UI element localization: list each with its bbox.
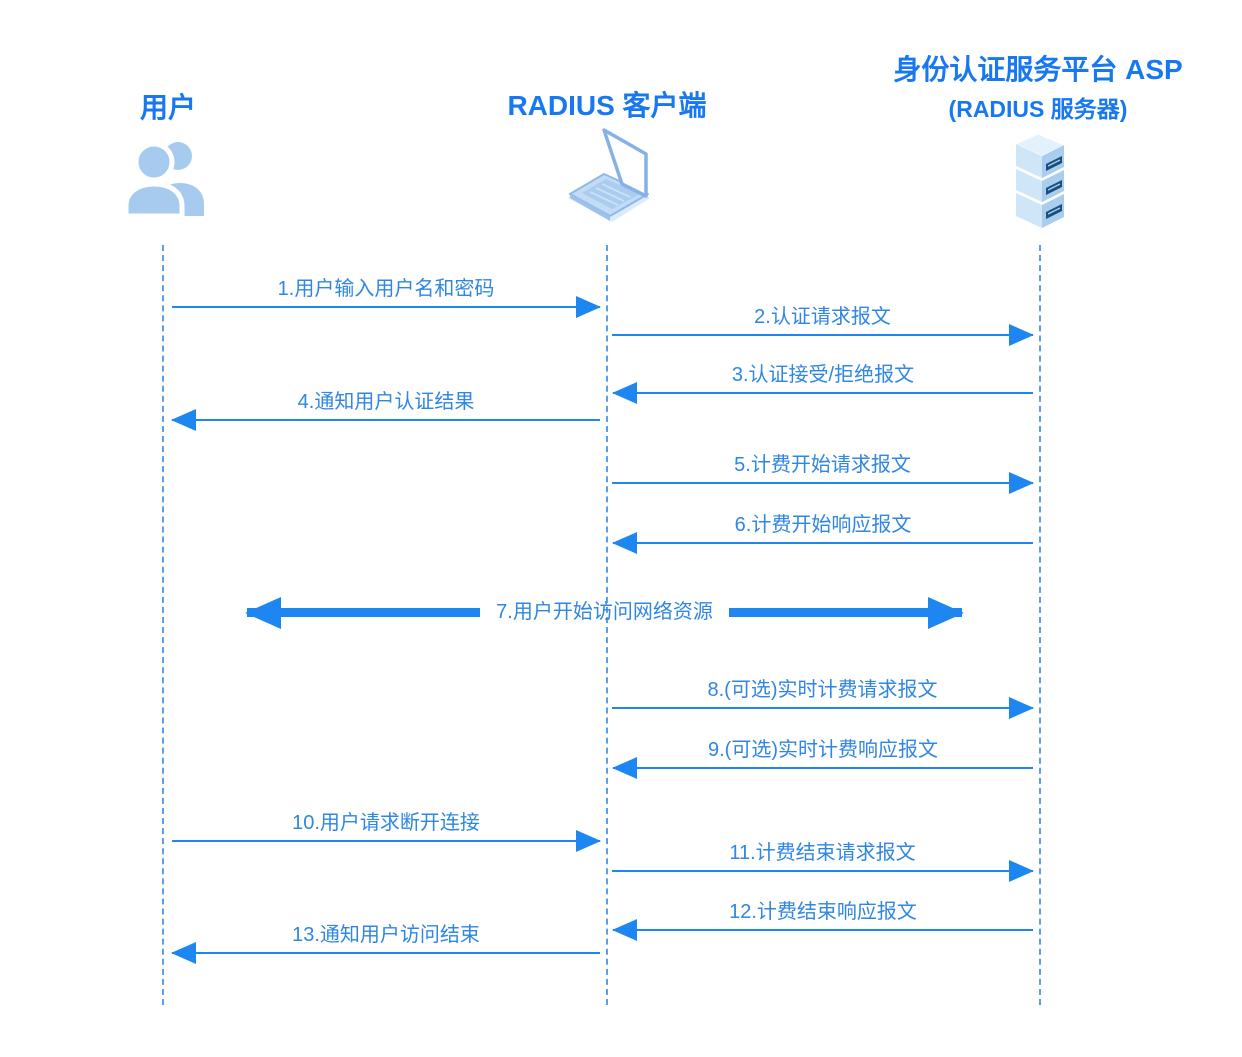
arrow-right-icon <box>728 596 965 629</box>
message-3: 3.认证接受/拒绝报文 <box>612 362 1033 404</box>
message-10: 10.用户请求断开连接 <box>172 810 601 852</box>
message-11: 11.计费结束请求报文 <box>612 840 1034 882</box>
message-1: 1.用户输入用户名和密码 <box>172 276 601 318</box>
arrow-right-icon <box>612 324 1034 346</box>
message-5-label: 5.计费开始请求报文 <box>734 454 911 476</box>
arrow-right-icon <box>172 830 601 852</box>
message-12: 12.计费结束响应报文 <box>612 899 1033 941</box>
message-7-label: 7.用户开始访问网络资源 <box>496 601 713 623</box>
message-1-label: 1.用户输入用户名和密码 <box>277 278 495 300</box>
lifeline-user <box>162 245 164 1005</box>
message-12-label: 12.计费结束响应报文 <box>729 901 917 923</box>
message-2: 2.认证请求报文 <box>612 304 1034 346</box>
arrow-left-icon <box>171 942 600 964</box>
actor-sublabel-radius-server: (RADIUS 服务器) <box>948 96 1128 122</box>
users-icon <box>122 138 210 223</box>
arrow-left-icon <box>612 532 1033 554</box>
arrow-right-icon <box>612 697 1034 719</box>
message-9-label: 9.(可选)实时计费响应报文 <box>708 739 938 761</box>
actor-label-user: 用户 <box>139 92 196 123</box>
server-icon <box>1006 130 1076 235</box>
message-7: 7.用户开始访问网络资源 <box>244 596 965 629</box>
actor-label-radius-client: RADIUS 客户端 <box>507 90 707 121</box>
arrow-left-icon <box>244 596 481 629</box>
actor-label-asp-platform: 身份认证服务平台 ASP <box>893 54 1183 85</box>
message-13: 13.通知用户访问结束 <box>171 922 600 964</box>
laptop-icon <box>558 126 658 235</box>
arrow-left-icon <box>612 382 1033 404</box>
message-4: 4.通知用户认证结果 <box>171 389 600 431</box>
message-3-label: 3.认证接受/拒绝报文 <box>731 364 915 386</box>
message-5: 5.计费开始请求报文 <box>612 452 1034 494</box>
message-8-label: 8.(可选)实时计费请求报文 <box>707 679 938 701</box>
message-2-label: 2.认证请求报文 <box>754 306 891 328</box>
arrow-right-icon <box>172 296 601 318</box>
message-4-label: 4.通知用户认证结果 <box>297 391 475 413</box>
arrow-left-icon <box>171 409 600 431</box>
message-9: 9.(可选)实时计费响应报文 <box>612 737 1033 779</box>
arrow-left-icon <box>612 919 1033 941</box>
message-13-label: 13.通知用户访问结束 <box>292 924 480 946</box>
arrow-right-icon <box>612 860 1034 882</box>
message-6: 6.计费开始响应报文 <box>612 512 1033 554</box>
arrow-right-icon <box>612 472 1034 494</box>
message-11-label: 11.计费结束请求报文 <box>729 842 916 864</box>
lifeline-radius-server <box>1039 245 1041 1005</box>
arrow-left-icon <box>612 757 1033 779</box>
message-8: 8.(可选)实时计费请求报文 <box>612 677 1034 719</box>
lifeline-radius-client <box>606 245 608 1005</box>
message-10-label: 10.用户请求断开连接 <box>292 812 480 834</box>
message-6-label: 6.计费开始响应报文 <box>734 514 912 536</box>
